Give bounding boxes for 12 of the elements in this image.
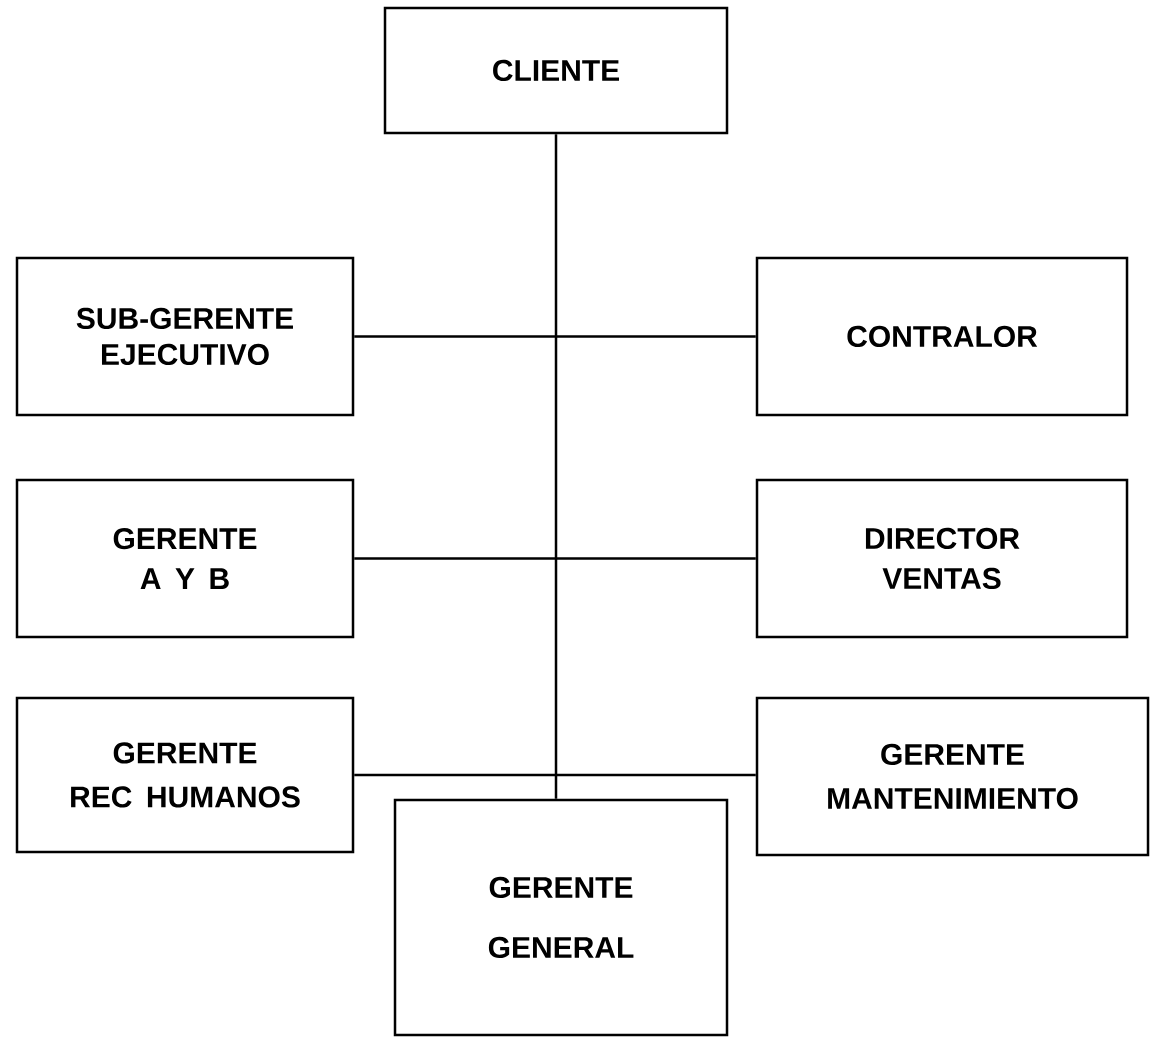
org-box: CONTRALOR <box>755 256 1129 417</box>
org-box: GERENTE REC HUMANOS <box>15 696 355 854</box>
connector-line <box>354 557 756 560</box>
org-box: DIRECTOR VENTAS <box>755 478 1129 639</box>
connector-line <box>554 134 558 799</box>
connector-line <box>354 335 756 338</box>
connector-line <box>354 773 756 777</box>
org-box: GERENTE MANTENIMIENTO <box>755 696 1150 857</box>
org-box: CLIENTE <box>383 6 729 135</box>
org-box: GERENTE GENERAL <box>393 798 729 1037</box>
org-box: SUB-GERENTE EJECUTIVO <box>15 256 355 417</box>
org-box: GERENTE A Y B <box>15 478 355 639</box>
